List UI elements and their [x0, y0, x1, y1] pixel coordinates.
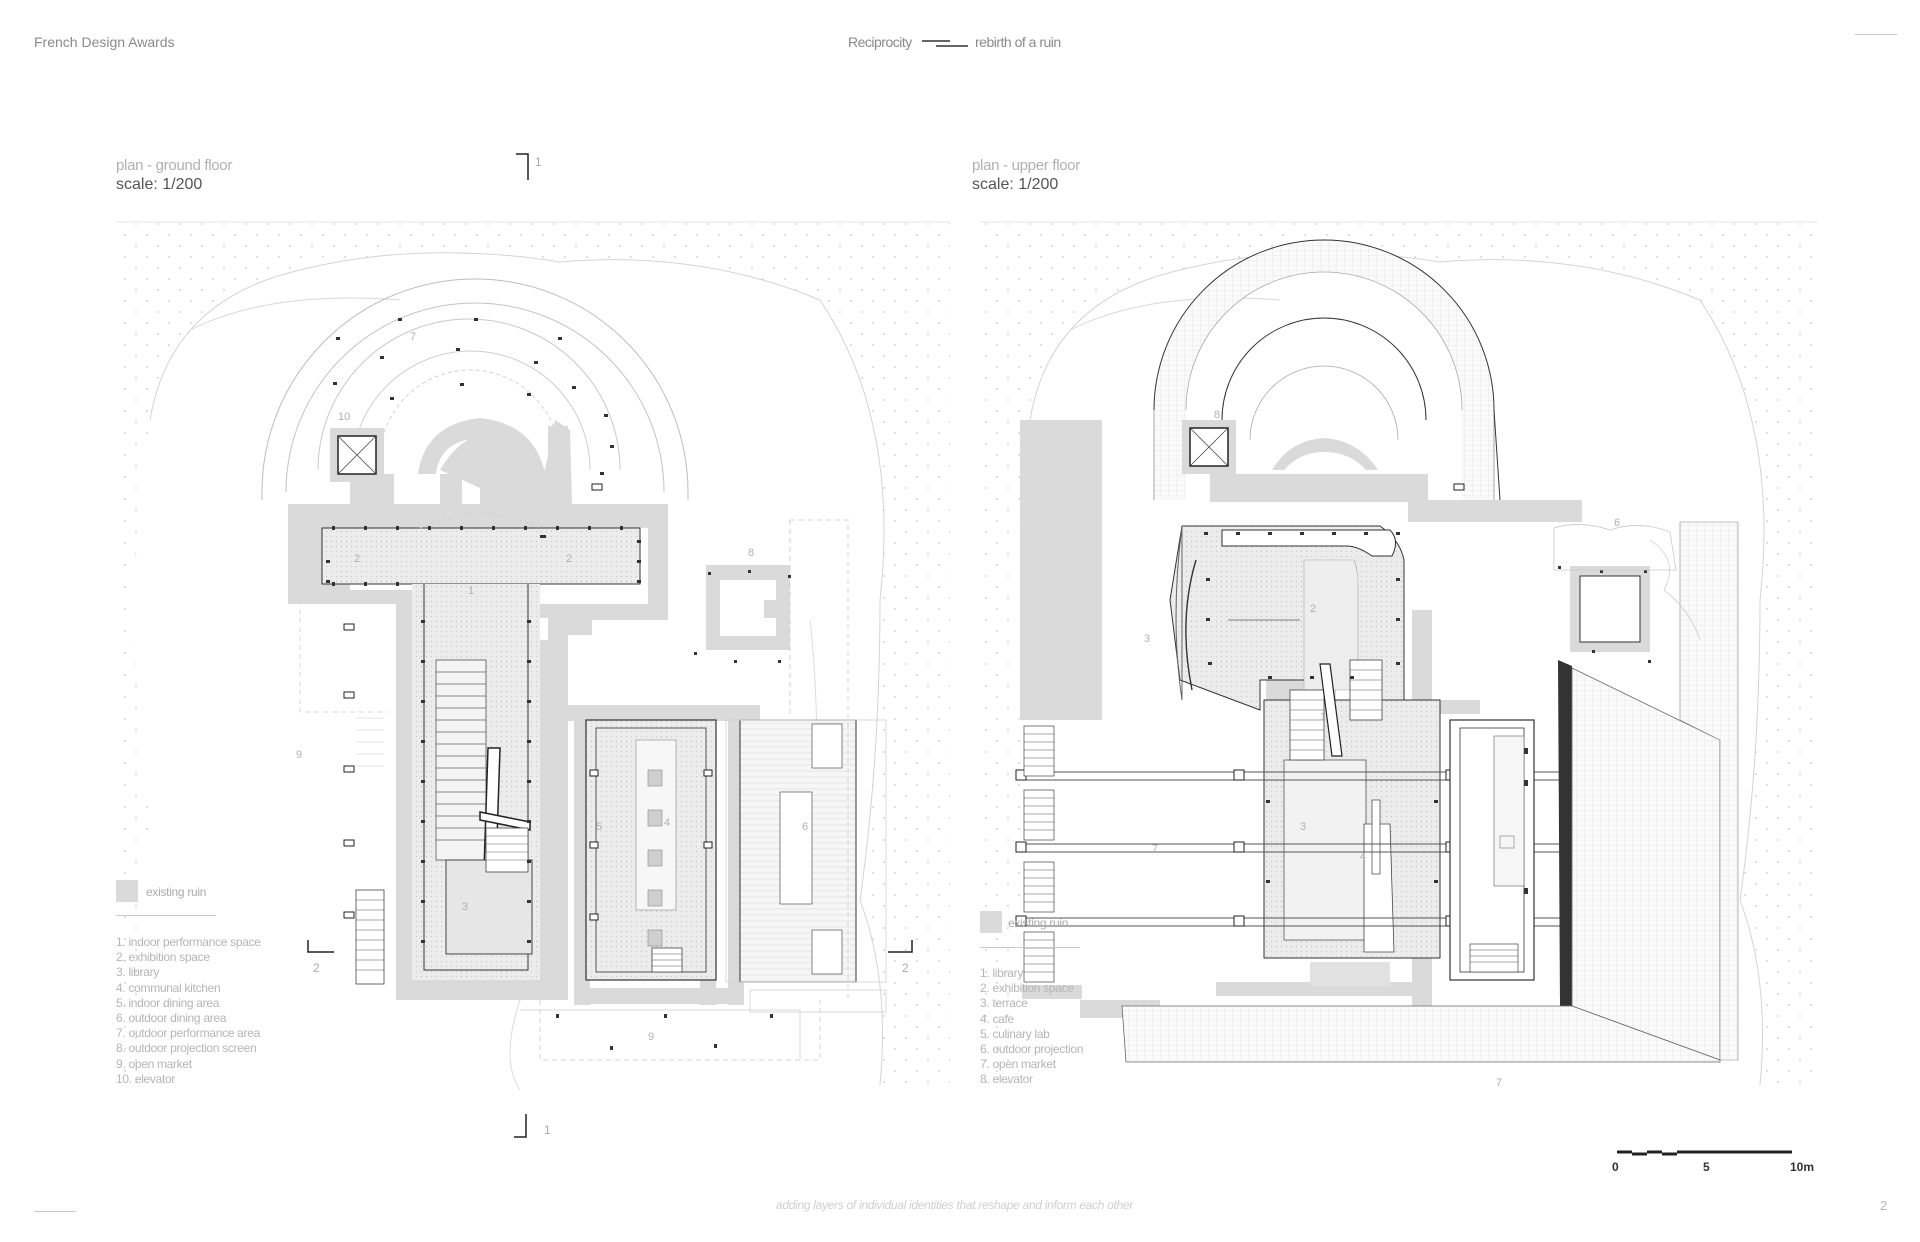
existing-ruin-swatch: [116, 880, 138, 902]
ground-floor-legend: 1. indoor performance space 2. exhibitio…: [116, 935, 261, 1087]
room-label-5: 5: [596, 821, 602, 833]
section-mark-2-left: 2: [313, 961, 320, 975]
project-title-left: Reciprocity: [848, 34, 912, 50]
room-label-1: 1: [468, 585, 474, 597]
legend-item: 4. communal kitchen: [116, 980, 221, 995]
section-mark-1-bottom: 1: [544, 1123, 551, 1137]
legend-item: 3. library: [116, 965, 160, 980]
room-label-9a: 9: [296, 749, 302, 761]
upper-room-label-8: 8: [1214, 409, 1220, 421]
legend-item: 8. outdoor projection screen: [116, 1041, 257, 1056]
legend-item: 8. elevator: [980, 1072, 1033, 1087]
room-label-9b: 9: [648, 1031, 654, 1043]
upper-room-label-6: 6: [1614, 517, 1620, 529]
legend-item: 2. exhibition space: [980, 981, 1074, 996]
legend-item: 5. culinary lab: [980, 1026, 1050, 1041]
legend-item: 1. indoor performance space: [116, 935, 261, 949]
upper-plan-title: plan - upper floor: [972, 157, 1081, 174]
room-label-10: 10: [338, 411, 350, 423]
header-rule: [1855, 34, 1897, 35]
upper-floor-plan-drawing: 1 2 3 3 4 6 7 7 8: [980, 221, 1818, 1089]
room-label-3: 3: [462, 901, 468, 913]
legend-item: 5. indoor dining area: [116, 995, 220, 1010]
legend-item: 7. open market: [980, 1057, 1056, 1072]
legend-item: 10. elevator: [116, 1071, 176, 1086]
scale-bar-tick-0: 0: [1612, 1160, 1619, 1174]
scale-bar: [1617, 1150, 1792, 1156]
legend-item: 9. open market: [116, 1056, 192, 1071]
legend-item: 7. outdoor performance area: [116, 1026, 260, 1041]
footer-caption: adding layers of individual identities t…: [776, 1198, 1134, 1212]
room-label-8: 8: [748, 547, 754, 559]
legend-rule-upper: [980, 947, 1080, 948]
ground-plan-scale: scale: 1/200: [116, 176, 203, 193]
legend-item: 3. terrace: [980, 996, 1028, 1011]
upper-room-label-1: 1: [1320, 711, 1326, 723]
legend-item: 4. cafe: [980, 1011, 1014, 1026]
footer-rule: [34, 1211, 76, 1212]
room-label-2a: 2: [354, 553, 360, 565]
ground-floor-plan-drawing: 1 1 2 2 1 2 2 3 4 5 6 7 8 9 9 10: [116, 153, 950, 1138]
existing-ruin-label-upper: existing ruin: [1008, 916, 1069, 930]
upper-room-label-2: 2: [1310, 603, 1316, 615]
brand-name: French Design Awards: [34, 34, 175, 50]
upper-room-label-4: 4: [1360, 851, 1366, 863]
project-title-divider-icon: [922, 40, 968, 47]
ground-plan-title: plan - ground floor: [116, 157, 233, 174]
scale-bar-tick-5: 5: [1703, 1160, 1710, 1174]
room-label-2b: 2: [566, 553, 572, 565]
upper-room-label-3b: 3: [1300, 821, 1306, 833]
existing-ruin-label: existing ruin: [146, 885, 207, 899]
upper-room-label-7b: 7: [1496, 1077, 1502, 1089]
legend-item: 1. library: [980, 966, 1024, 980]
upper-floor-legend: 1. library 2. exhibition space 3. terrac…: [980, 966, 1083, 1088]
room-label-7: 7: [410, 331, 416, 343]
legend-rule: [116, 915, 216, 916]
room-label-6: 6: [802, 821, 808, 833]
legend-item: 6. outdoor dining area: [116, 1010, 227, 1025]
scale-bar-tick-10: 10m: [1790, 1160, 1815, 1174]
section-mark-2-right: 2: [902, 961, 909, 975]
page-number: 2: [1880, 1198, 1888, 1213]
upper-room-label-7a: 7: [1152, 843, 1158, 855]
upper-room-label-3a: 3: [1144, 633, 1150, 645]
room-label-4: 4: [664, 817, 670, 829]
legend-item: 2. exhibition space: [116, 950, 210, 965]
legend-item: 6. outdoor projection: [980, 1041, 1084, 1056]
upper-plan-scale: scale: 1/200: [972, 176, 1059, 193]
section-mark-1-top: 1: [535, 155, 542, 169]
existing-ruin-swatch-upper: [980, 911, 1002, 933]
project-title-right: rebirth of a ruin: [975, 34, 1061, 50]
